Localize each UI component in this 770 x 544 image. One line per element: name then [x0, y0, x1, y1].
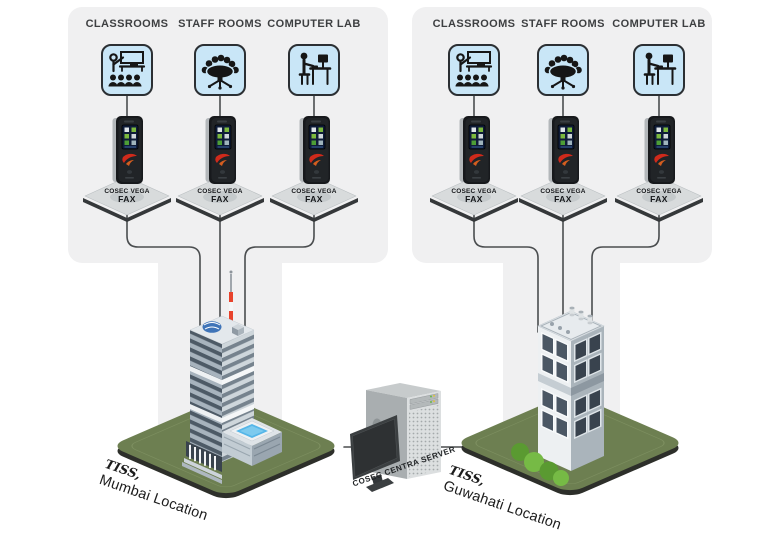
- computer-lab-box: [288, 44, 340, 96]
- room-label-classrooms: CLASSROOMS: [432, 18, 516, 30]
- staff-rooms-box: [537, 44, 589, 96]
- staff-rooms-box: [194, 44, 246, 96]
- computer-lab-box: [633, 44, 685, 96]
- cosec-vega-device: [518, 115, 608, 223]
- cosec-vega-device: [269, 115, 359, 223]
- roof-vents: [569, 306, 593, 325]
- room-label-staff-rooms: STAFF ROOMS: [178, 18, 262, 30]
- mumbai-building: [182, 270, 282, 484]
- classroom-icon: [452, 48, 496, 92]
- server-tower: [350, 383, 441, 492]
- server-monitor: [350, 415, 400, 492]
- classroom-icon: [105, 48, 149, 92]
- meeting-table-icon: [198, 48, 242, 92]
- room-label-computer-lab: COMPUTER LAB: [612, 18, 706, 30]
- bushes: [511, 443, 569, 486]
- cosec-vega-device: [82, 115, 172, 223]
- computer-desk-icon: [637, 48, 681, 92]
- cosec-vega-device: [175, 115, 265, 223]
- room-label-computer-lab: COMPUTER LAB: [267, 18, 361, 30]
- cosec-vega-device: [429, 115, 519, 223]
- classrooms-box: [101, 44, 153, 96]
- meeting-table-icon: [541, 48, 585, 92]
- room-label-staff-rooms: STAFF ROOMS: [521, 18, 605, 30]
- cosec-vega-device: [614, 115, 704, 223]
- room-label-classrooms: CLASSROOMS: [85, 18, 169, 30]
- guwahati-building: [511, 306, 605, 486]
- computer-desk-icon: [292, 48, 336, 92]
- classrooms-box: [448, 44, 500, 96]
